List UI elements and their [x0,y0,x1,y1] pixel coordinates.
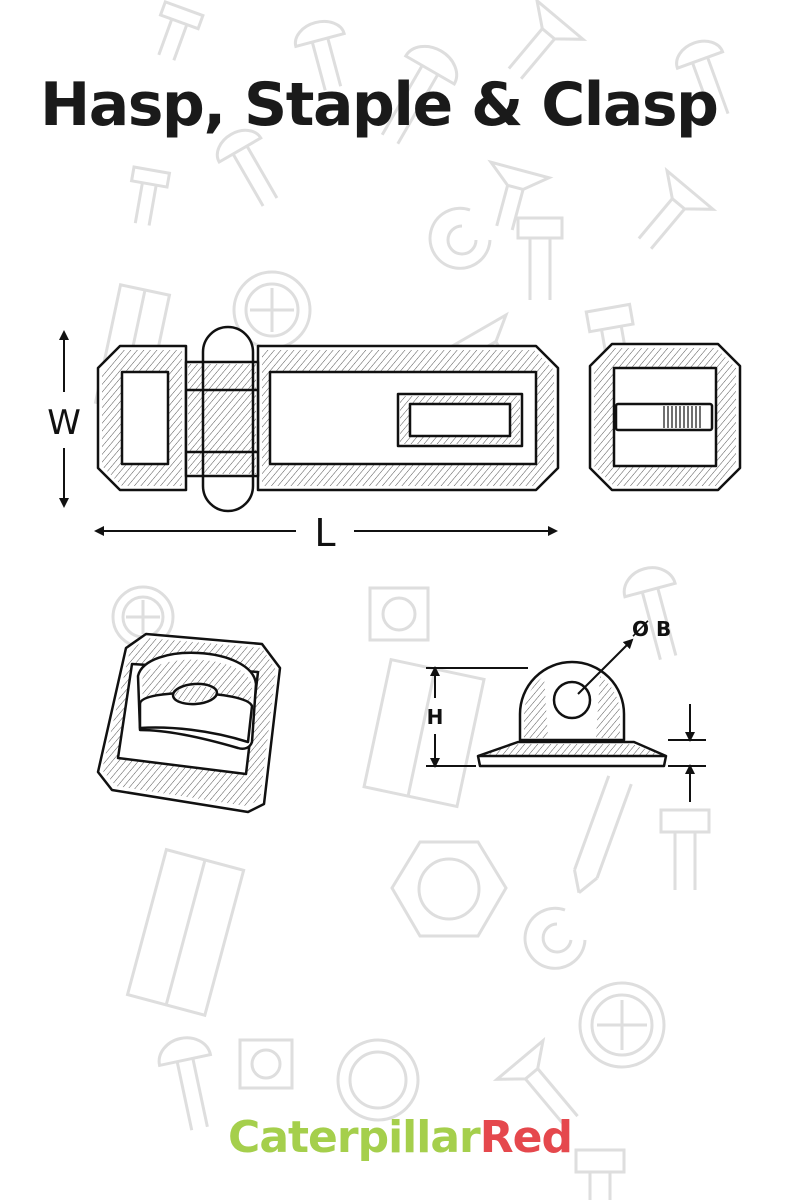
screw-icon [574,1148,626,1200]
dimension-diameter-label: Ø B [632,617,671,641]
screw-icon [516,216,564,300]
brand-word-2: Red [479,1112,573,1163]
nut-icon [390,840,508,938]
washer-icon [523,906,587,970]
nut-icon [368,586,430,642]
nut-icon [238,1038,294,1090]
height-dimension [426,666,528,768]
screw-icon [380,44,459,145]
screw-icon [675,39,730,120]
washer-icon [578,981,666,1069]
screw-icon [507,0,588,80]
screw-icon [129,165,172,226]
dimension-height-label: H [427,705,444,729]
washer-icon [336,1038,420,1122]
brand-logo: CaterpillarRed [0,1112,800,1163]
screw-icon [487,159,554,231]
washer-icon [428,206,492,270]
screw-icon [622,566,678,661]
hasp-icon [96,325,560,513]
screw-icon [573,775,633,894]
staple-side-view [476,660,668,768]
screw-icon [293,19,346,91]
clasp-icon [96,632,282,814]
dimension-width-label: W [47,403,81,443]
brand-word-1: Caterpillar [228,1112,481,1163]
washer-icon [232,270,312,350]
page-title: Hasp, Staple & Clasp [40,70,719,140]
screw-icon [157,1036,213,1131]
screw-icon [157,0,205,61]
screw-icon [637,166,718,250]
screw-icon [215,128,279,207]
hinge-icon [125,847,246,1018]
thickness-dimension [668,704,706,802]
dimension-length-label: L [314,511,335,555]
screw-icon [492,1036,579,1128]
staple-icon [588,342,742,492]
diameter-dimension [577,638,634,695]
screw-icon [659,808,711,890]
